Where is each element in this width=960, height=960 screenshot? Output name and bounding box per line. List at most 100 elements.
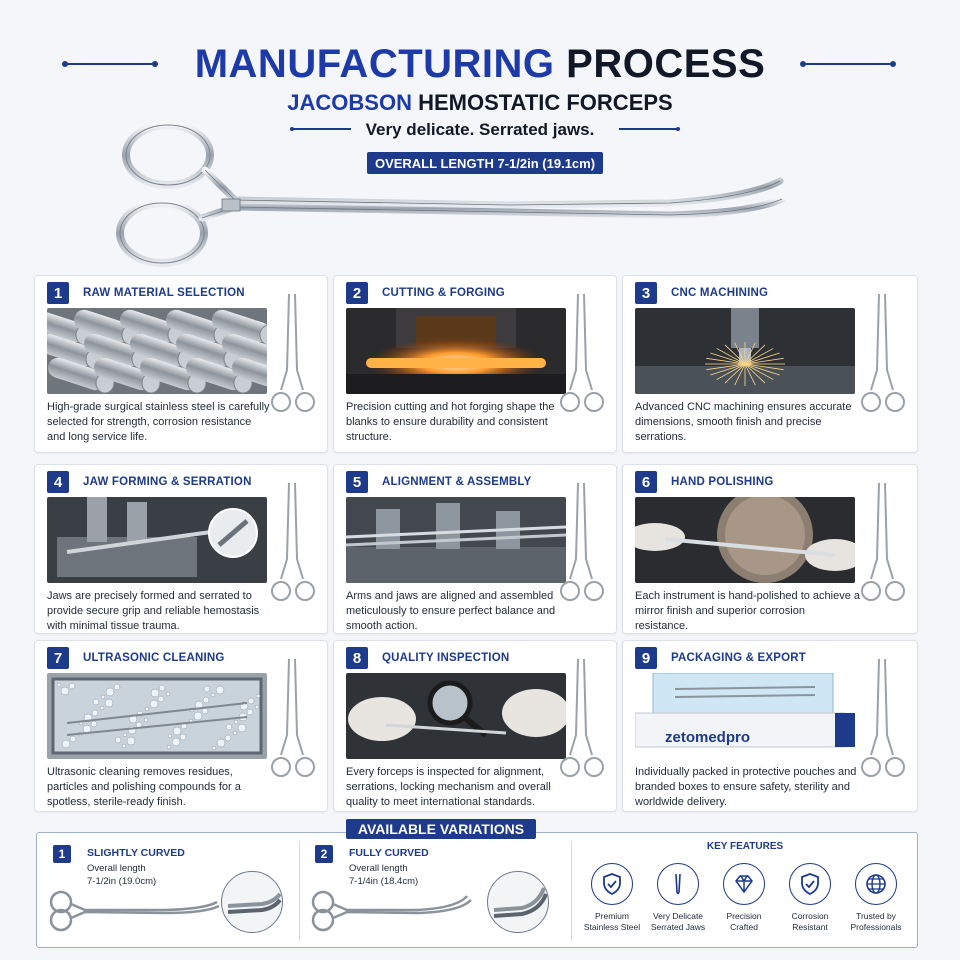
shield-check-icon: [591, 863, 633, 905]
step-title: ULTRASONIC CLEANING: [83, 652, 225, 664]
deco-dot: [290, 127, 294, 131]
feature-line1: Corrosion: [791, 911, 829, 921]
deco-line: [293, 128, 351, 130]
variation-title: SLIGHTLY CURVED: [87, 847, 185, 859]
step-description: Jaws are precisely formed and serrated t…: [47, 590, 260, 632]
step-card: 9 PACKAGING & EXPORT Individually packed…: [622, 640, 918, 812]
feature-line2: Professionals: [850, 922, 902, 932]
step-description: Individually packed in protective pouche…: [635, 766, 857, 808]
forceps-thumbnail: [560, 293, 604, 412]
step-title: RAW MATERIAL SELECTION: [83, 287, 245, 299]
feature-line1: Precision: [726, 911, 762, 921]
variation-number: 1: [53, 845, 71, 863]
forceps-thumbnail: [560, 658, 604, 777]
step-photo: [635, 673, 855, 759]
hero-forceps-image: [116, 121, 786, 267]
step-card: 5 ALIGNMENT & ASSEMBLY Arms and jaws are…: [333, 464, 617, 634]
step-description: Ultrasonic cleaning removes residues, pa…: [47, 766, 241, 808]
feature-line1: Very Delicate: [652, 911, 704, 921]
deco-dot: [676, 127, 680, 131]
step-description: Precision cutting and hot forging shape …: [346, 401, 555, 443]
deco-dot: [800, 61, 806, 67]
step-title: ALIGNMENT & ASSEMBLY: [382, 476, 532, 488]
slightly-curved-forceps-image: [49, 890, 220, 932]
variation-subtitle: Overall length: [87, 863, 146, 874]
step-number: 6: [635, 471, 657, 493]
deco-line: [619, 128, 677, 130]
brand-logo: zetomedpro: [665, 729, 751, 746]
step-title: CNC MACHINING: [671, 287, 769, 299]
step-title: JAW FORMING & SERRATION: [83, 476, 252, 488]
step-number: 9: [635, 647, 657, 669]
step-description: Arms and jaws are aligned and assembled …: [346, 590, 556, 632]
forceps-tip-icon: [657, 863, 699, 905]
step-number: 2: [346, 282, 368, 304]
globe-icon: [855, 863, 897, 905]
step-description: Advanced CNC machining ensures accurate …: [635, 401, 852, 443]
feature-line1: Trusted by: [856, 911, 896, 921]
feature-line1: Premium: [594, 911, 629, 921]
step-number: 1: [47, 282, 69, 304]
variation-fully-curved: 2 FULLY CURVED Overall length 7-1/4in (1…: [299, 833, 569, 949]
step-title: CUTTING & FORGING: [382, 287, 505, 299]
deco-dot: [890, 61, 896, 67]
step-title: PACKAGING & EXPORT: [671, 652, 807, 664]
key-features-title: KEY FEATURES: [706, 841, 784, 852]
step-photo: [346, 673, 566, 759]
step-card: 7 ULTRASONIC CLEANING Ultrasonic cleanin…: [34, 640, 328, 812]
title-part2: PROCESS: [566, 42, 766, 86]
shield-check-icon: [789, 863, 831, 905]
step-description: Every forceps is inspected for alignment…: [346, 766, 551, 808]
step-card: 4 JAW FORMING & SERRATION Jaws are preci…: [34, 464, 328, 634]
step-card: 1 RAW MATERIAL SELECTION High-grade surg…: [34, 275, 328, 453]
subtitle-part1: JACOBSON: [287, 90, 412, 115]
variation-length: 7-1/4in (18.4cm): [349, 876, 419, 887]
forceps-thumbnail: [560, 482, 604, 601]
variation-length: 7-1/2in (19.0cm): [87, 876, 157, 887]
divider: [571, 841, 572, 941]
step-photo: [635, 308, 855, 394]
step-photo: [346, 497, 566, 583]
feature-line2: Serrated Jaws: [650, 922, 706, 932]
product-name: JACOBSON HEMOSTATIC FORCEPS: [0, 90, 960, 116]
jaw-closeup: [487, 871, 549, 933]
diamond-icon: [723, 863, 765, 905]
title-part1: MANUFACTURING: [194, 42, 555, 86]
step-photo: [635, 497, 855, 583]
feature-line2: Stainless Steel: [583, 922, 641, 932]
page-title: MANUFACTURING PROCESS: [0, 42, 960, 87]
variation-number: 2: [315, 845, 333, 863]
step-number: 7: [47, 647, 69, 669]
subtitle-part2: HEMOSTATIC FORCEPS: [418, 90, 673, 115]
tagline: Very delicate. Serrated jaws.: [365, 120, 595, 139]
step-title: HAND POLISHING: [671, 476, 774, 488]
step-description: High-grade surgical stainless steel is c…: [47, 401, 270, 443]
deco-dot: [152, 61, 158, 67]
step-title: QUALITY INSPECTION: [382, 652, 510, 664]
jaw-closeup: [221, 871, 283, 933]
fully-curved-forceps-image: [311, 890, 472, 932]
deco-line: [804, 63, 892, 65]
feature-line2: Resistant: [792, 922, 828, 932]
forceps-thumbnail: [861, 293, 905, 412]
variation-slightly-curved: 1 SLIGHTLY CURVED Overall length 7-1/2in…: [37, 833, 297, 949]
step-number: 4: [47, 471, 69, 493]
forceps-thumbnail: [271, 293, 315, 412]
step-card: 2 CUTTING & FORGING Precision cutting an…: [333, 275, 617, 453]
variations-panel: 1 SLIGHTLY CURVED Overall length 7-1/2in…: [36, 832, 918, 948]
step-description: Each instrument is hand-polished to achi…: [635, 590, 861, 632]
step-card: 6 HAND POLISHING Each instrument is hand…: [622, 464, 918, 634]
overall-length-badge: OVERALL LENGTH 7-1/2in (19.1cm): [367, 152, 603, 174]
step-number: 3: [635, 282, 657, 304]
step-photo: [47, 673, 267, 759]
step-photo: [47, 497, 267, 583]
step-card: 3 CNC MACHINING Advanced CNC machining e…: [622, 275, 918, 453]
divider: [299, 841, 300, 941]
